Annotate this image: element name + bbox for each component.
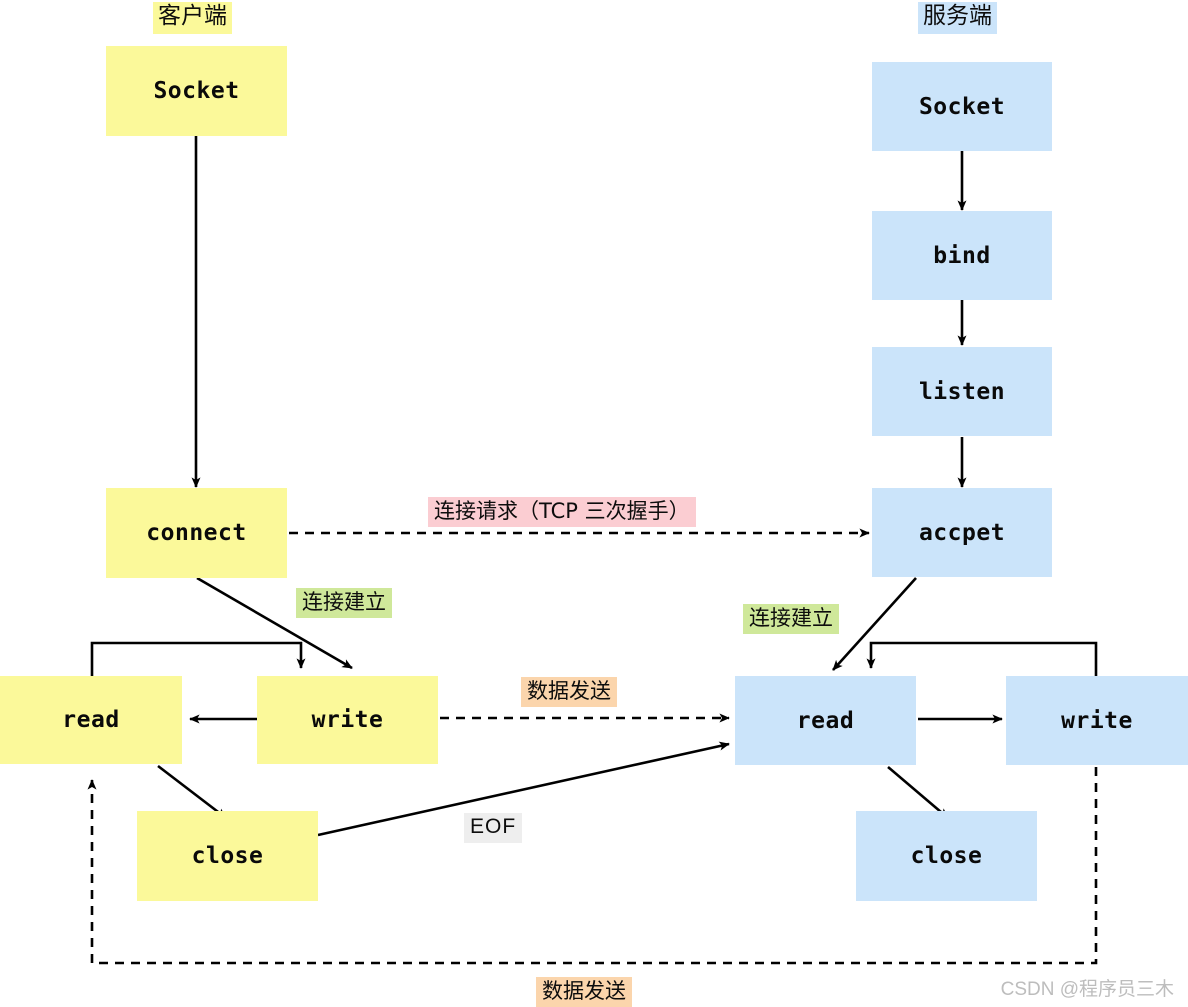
- server-column-title: 服务端: [918, 2, 997, 34]
- node-server-socket[interactable]: Socket: [872, 62, 1052, 151]
- label-connection-established-server: 连接建立: [743, 604, 839, 635]
- watermark: CSDN @程序员三木: [1000, 979, 1174, 1000]
- node-client-close[interactable]: close: [137, 811, 318, 901]
- node-server-bind[interactable]: bind: [872, 211, 1052, 300]
- node-server-read[interactable]: read: [735, 676, 916, 765]
- edge-server-accpet-to-read: [832, 577, 917, 671]
- node-server-accpet[interactable]: accpet: [872, 488, 1052, 577]
- edge-client-read-to-write-loop: [90, 641, 306, 677]
- label-data-send-bottom: 数据发送: [536, 977, 632, 1007]
- node-client-read[interactable]: read: [0, 676, 182, 764]
- node-client-write[interactable]: write: [257, 676, 438, 764]
- node-client-connect[interactable]: connect: [106, 488, 287, 578]
- node-client-socket[interactable]: Socket: [106, 46, 287, 136]
- node-server-close[interactable]: close: [856, 811, 1037, 901]
- label-eof: EOF: [464, 813, 523, 844]
- edge-server-write-to-read-loop: [866, 641, 1098, 677]
- label-data-send-top: 数据发送: [521, 677, 617, 708]
- node-server-write[interactable]: write: [1006, 676, 1188, 765]
- client-column-title: 客户端: [153, 2, 232, 34]
- label-connection-established-client: 连接建立: [296, 588, 392, 619]
- node-server-listen[interactable]: listen: [872, 347, 1052, 436]
- label-handshake: 连接请求（TCP 三次握手）: [428, 497, 696, 528]
